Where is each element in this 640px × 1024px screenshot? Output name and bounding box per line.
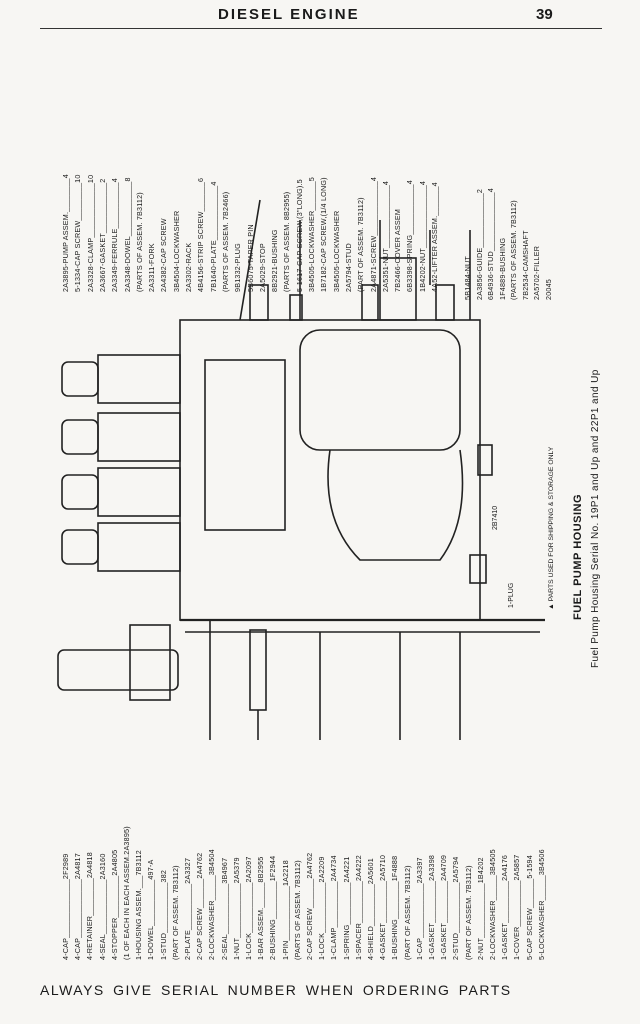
page-header-title: DIESEL ENGINE <box>218 6 360 23</box>
page-number: 39 <box>536 6 553 23</box>
figure-subtitle: Fuel Pump Housing Serial No. 19P1 and Up… <box>590 369 601 668</box>
header-rule <box>40 28 602 29</box>
footer-note: ALWAYS GIVE SERIAL NUMBER WHEN ORDERING … <box>40 982 512 998</box>
figure-title: FUEL PUMP HOUSING <box>572 493 584 620</box>
center-rod <box>249 629 267 711</box>
gear-section <box>327 449 464 561</box>
top-stud <box>249 284 269 321</box>
shipping-note: ▲ PARTS USED FOR SHIPPING & STORAGE ONLY <box>548 446 555 610</box>
top-stud <box>361 284 379 321</box>
top-filler <box>379 257 417 321</box>
plug-label: 1-PLUG <box>508 582 515 608</box>
plug-part-number: 2B7410 <box>492 505 499 530</box>
bottom-fitting <box>57 649 179 691</box>
inspection-cover <box>204 359 286 531</box>
side-plug <box>477 444 493 476</box>
housing-outline <box>179 319 481 621</box>
top-stud <box>289 294 303 321</box>
top-stud <box>435 284 455 321</box>
fitting-clamp <box>129 624 171 701</box>
side-nut <box>469 554 487 584</box>
camshaft-section <box>299 329 461 451</box>
injector-row <box>61 354 181 572</box>
